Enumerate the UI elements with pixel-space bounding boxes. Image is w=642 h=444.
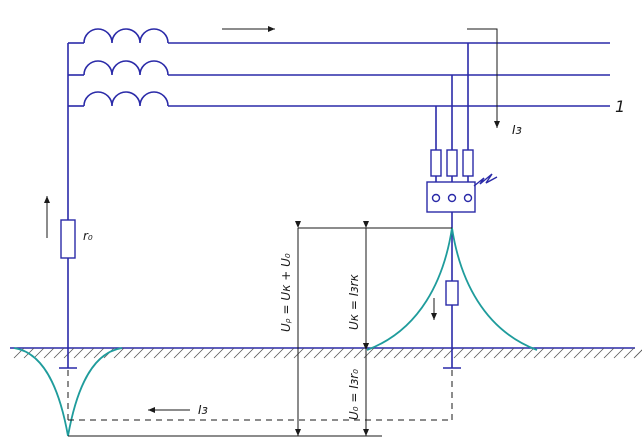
ground-hatch <box>203 347 215 359</box>
ground-hatch <box>293 347 305 359</box>
return-current-path: Iз <box>67 370 453 421</box>
ground-hatch <box>563 347 575 359</box>
dimension-lines <box>68 221 452 437</box>
ground-hatch <box>623 347 635 359</box>
ground-hatch <box>423 347 435 359</box>
ground-hatch <box>263 347 275 359</box>
ground-hatch <box>583 347 595 359</box>
ground-line <box>10 347 642 359</box>
ground-hatch <box>523 347 535 359</box>
ground-hatch <box>503 347 515 359</box>
ground-hatch <box>93 347 105 359</box>
ground-hatch <box>153 347 165 359</box>
ground-hatch <box>243 347 255 359</box>
fault-current-label-bottom: Iз <box>198 403 208 417</box>
ground-hatch <box>483 347 495 359</box>
ground-hatch <box>393 347 405 359</box>
fault-spark-icon <box>473 173 498 187</box>
u0-formula-label: U₀ = Iзr₀ <box>347 369 361 420</box>
ground-hatch <box>353 347 365 359</box>
resistor-r0 <box>60 219 76 259</box>
equipment-ground <box>431 212 461 369</box>
ground-hatch <box>123 347 135 359</box>
ground-resistance-rk <box>445 280 459 306</box>
ground-hatch <box>513 347 525 359</box>
ground-hatch <box>593 347 605 359</box>
ground-hatch <box>33 347 45 359</box>
load-connections <box>435 43 469 150</box>
ground-hatch <box>323 347 335 359</box>
neutral-ground-resistor: r₀ <box>44 196 93 369</box>
ground-hatch <box>473 347 485 359</box>
ground-hatch <box>343 347 355 359</box>
ground-hatch <box>163 347 175 359</box>
ground-hatch <box>143 347 155 359</box>
ground-hatch <box>403 347 415 359</box>
ground-hatch <box>413 347 425 359</box>
ground-hatch <box>383 347 395 359</box>
ground-hatch <box>53 347 65 359</box>
ground-hatch <box>273 347 285 359</box>
ground-hatch <box>63 347 75 359</box>
ground-hatch <box>73 347 85 359</box>
transformer-windings <box>67 28 610 368</box>
fuses <box>430 149 474 186</box>
ground-hatch <box>253 347 265 359</box>
up-formula-label: Uᵨ = Uк + U₀ <box>279 253 293 332</box>
ground-hatch <box>553 347 565 359</box>
ground-hatch <box>453 347 465 359</box>
ground-hatch <box>283 347 295 359</box>
ground-hatch <box>43 347 55 359</box>
ground-hatch <box>533 347 545 359</box>
line-number-label: 1 <box>615 97 625 116</box>
ground-hatch <box>613 347 625 359</box>
ground-hatch <box>83 347 95 359</box>
ground-hatch <box>433 347 445 359</box>
ground-hatch <box>463 347 475 359</box>
equipment-enclosure <box>426 173 498 213</box>
ground-hatch <box>573 347 585 359</box>
ground-hatch <box>213 347 225 359</box>
ground-hatch <box>183 347 195 359</box>
fault-current-label-top: Iз <box>512 123 522 137</box>
ground-hatch <box>313 347 325 359</box>
ground-hatch <box>193 347 205 359</box>
ground-hatch <box>603 347 615 359</box>
ground-hatch <box>373 347 385 359</box>
ground-hatch <box>113 347 125 359</box>
ground-hatch <box>133 347 145 359</box>
ground-hatch <box>173 347 185 359</box>
uk-formula-label: Uк = Iзrк <box>347 273 361 330</box>
ground-hatch <box>333 347 345 359</box>
ground-hatch <box>633 349 642 359</box>
ground-hatch <box>223 347 235 359</box>
r0-label: r₀ <box>83 229 93 243</box>
ground-hatch <box>303 347 315 359</box>
fault-current-indicator: Iз <box>467 28 522 137</box>
ground-hatch <box>493 347 505 359</box>
ground-hatch <box>543 347 555 359</box>
ground-hatch <box>233 347 245 359</box>
